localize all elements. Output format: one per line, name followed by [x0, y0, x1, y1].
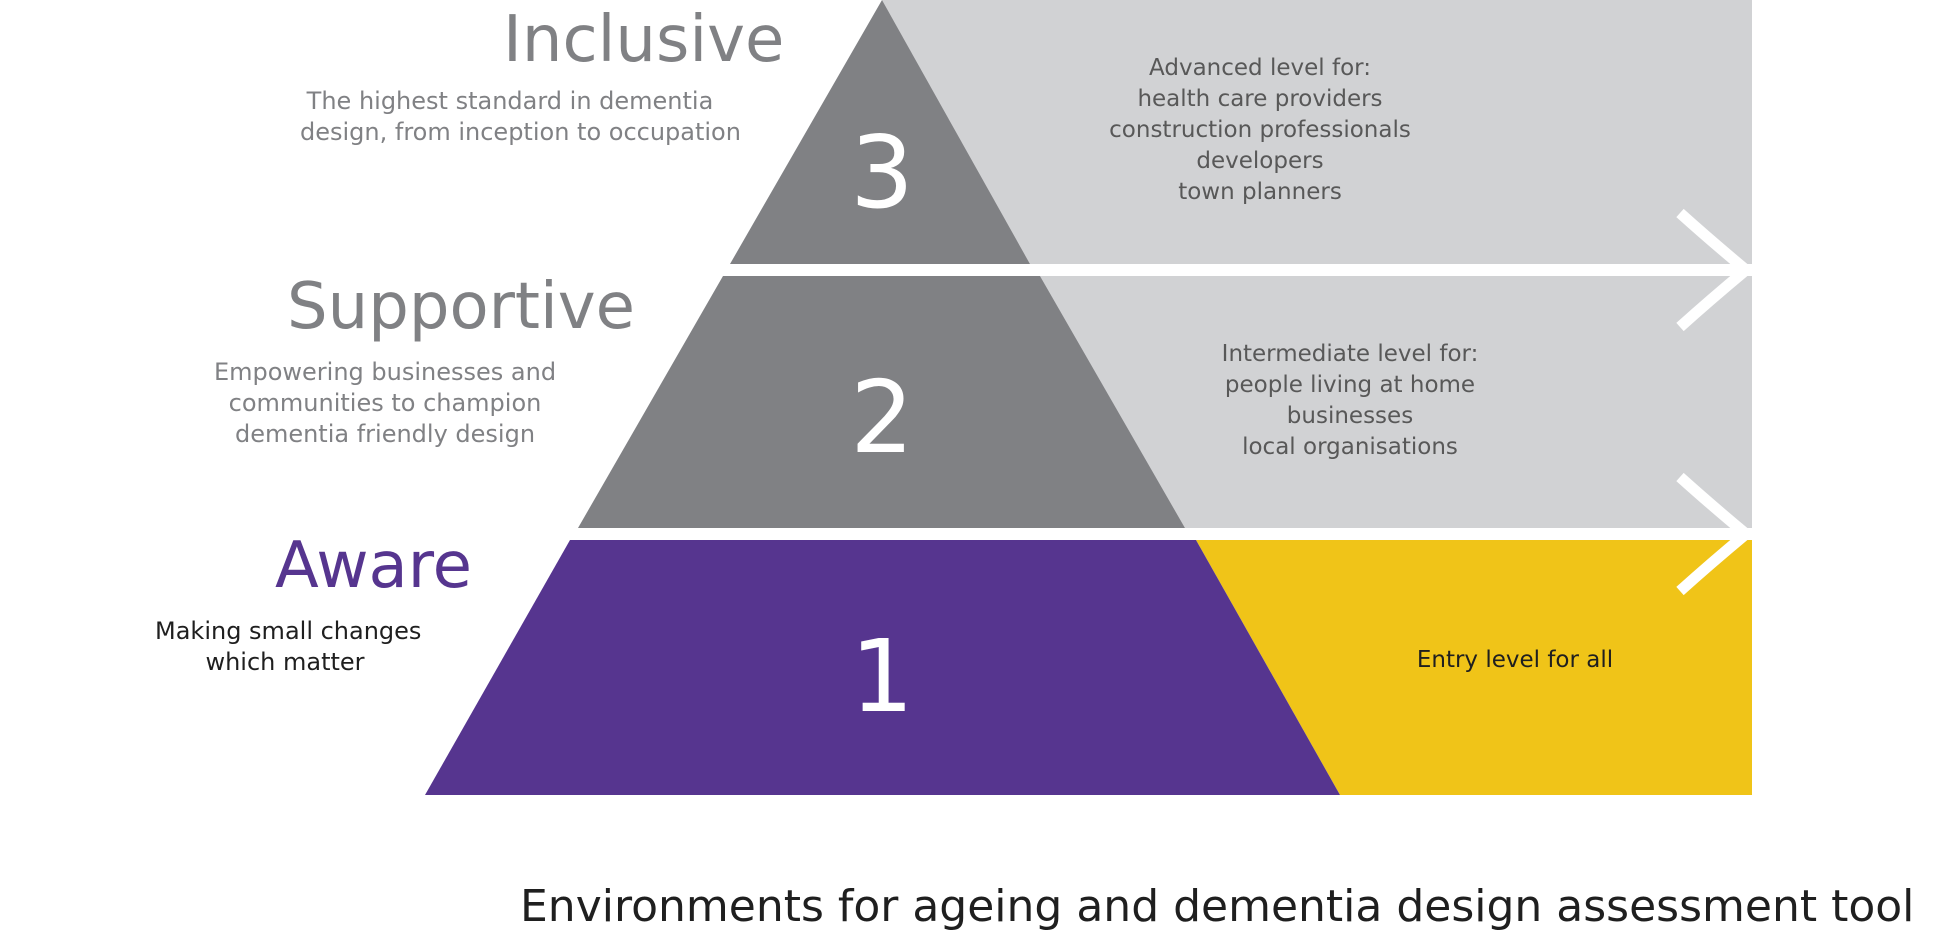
audience-level-2: Intermediate level for: people living at… — [1170, 339, 1530, 463]
audience-line: people living at home — [1224, 372, 1476, 398]
audience-line: Intermediate level for: — [1221, 341, 1479, 367]
band-level-1 — [1196, 540, 1752, 795]
band-level-3 — [882, 0, 1752, 264]
subtitle-line: dementia friendly design — [234, 420, 536, 448]
footer-caption: Environments for ageing and dementia des… — [520, 881, 1915, 932]
pyramid-tier-3 — [730, 0, 1030, 264]
tier-number-3: 3 — [850, 114, 914, 231]
audience-line: Entry level for all — [1416, 647, 1614, 673]
subtitle-line: Making small changes — [155, 617, 422, 645]
audience-level-1: Entry level for all — [1370, 645, 1660, 676]
audience-level-3: Advanced level for: health care provider… — [1060, 53, 1460, 208]
level-title-inclusive: Inclusive — [503, 3, 785, 77]
audience-line: town planners — [1178, 179, 1342, 205]
audience-line: health care providers — [1137, 86, 1383, 112]
level-subtitle-supportive: Empowering businesses and communities to… — [210, 357, 560, 450]
tier-number-2: 2 — [850, 359, 914, 476]
level-title-aware: Aware — [275, 529, 473, 603]
subtitle-line: design, from inception to occupation — [300, 118, 741, 146]
subtitle-line: which matter — [205, 648, 365, 676]
separator-arrow-top — [720, 208, 1755, 332]
audience-line: local organisations — [1242, 434, 1458, 460]
band-level-2 — [1040, 276, 1752, 528]
audience-line: developers — [1196, 148, 1324, 174]
audience-line: businesses — [1286, 403, 1414, 429]
level-title-supportive: Supportive — [287, 270, 636, 344]
tier-number-1: 1 — [850, 618, 914, 735]
audience-line: Advanced level for: — [1149, 55, 1371, 81]
pyramid-tier-2 — [578, 276, 1185, 528]
level-subtitle-inclusive: The highest standard in dementia design,… — [300, 86, 741, 148]
audience-line: construction professionals — [1109, 117, 1411, 143]
level-subtitle-aware: Making small changes which matter — [155, 616, 422, 678]
subtitle-line: The highest standard in dementia — [306, 87, 714, 115]
subtitle-line: communities to champion — [228, 389, 542, 417]
subtitle-line: Empowering businesses and — [213, 358, 557, 386]
separator-arrow-bottom — [570, 472, 1755, 596]
pyramid-tier-1 — [425, 540, 1340, 795]
